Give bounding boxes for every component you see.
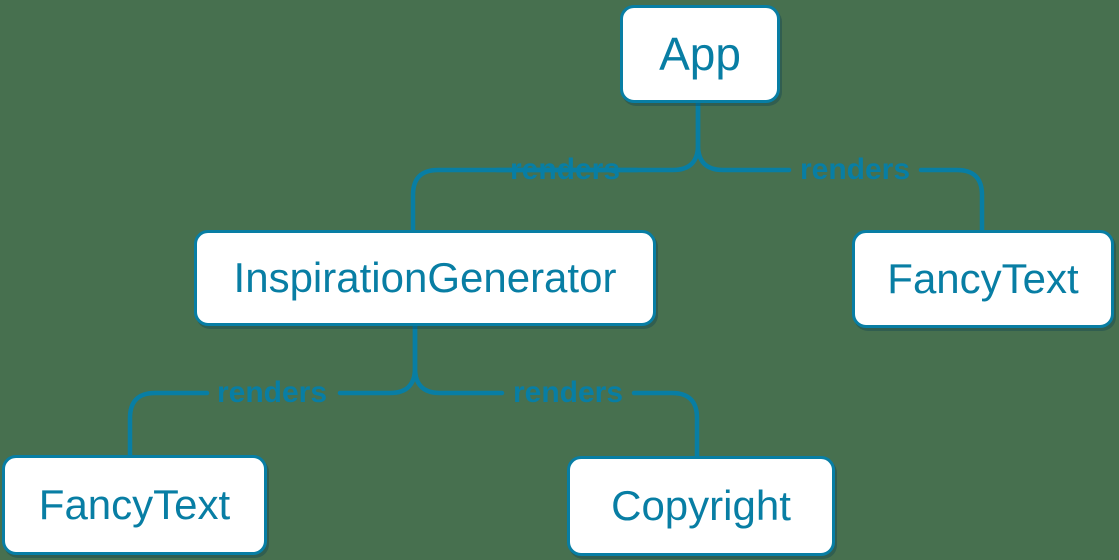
edge-app-to-fancytext-tail [918, 167, 985, 233]
edge-inspirationgenerator-to-fancytext-tail [127, 390, 210, 458]
edge-label-renders-app-inspirationgenerator: renders [509, 153, 621, 186]
node-fancy-text-top-label: FancyText [887, 255, 1079, 302]
node-copyright-label: Copyright [611, 482, 791, 529]
node-app-label: App [659, 28, 741, 80]
node-inspiration-generator: InspirationGenerator [194, 230, 656, 326]
node-copyright: Copyright [567, 456, 835, 556]
node-fancy-text-top: FancyText [852, 230, 1114, 328]
node-fancy-text-bottom-label: FancyText [38, 481, 231, 528]
edge-inspirationgenerator-to-fancytext-stem [337, 323, 418, 396]
edge-inspirationgenerator-to-copyright-stem [412, 323, 505, 396]
edge-app-to-fancytext-stem [695, 100, 792, 173]
edge-label-renders-inspirationgenerator-fancytext: renders [216, 376, 328, 409]
node-fancy-text-bottom: FancyText [2, 455, 267, 555]
edge-label-renders-inspirationgenerator-copyright: renders [512, 376, 624, 409]
node-inspiration-generator-label: InspirationGenerator [233, 254, 617, 301]
node-app: App [620, 5, 780, 103]
edge-label-renders-app-fancytext: renders [799, 153, 911, 186]
edge-inspirationgenerator-to-copyright-tail [631, 390, 700, 459]
edge-app-to-inspirationgenerator-tail [410, 167, 640, 233]
